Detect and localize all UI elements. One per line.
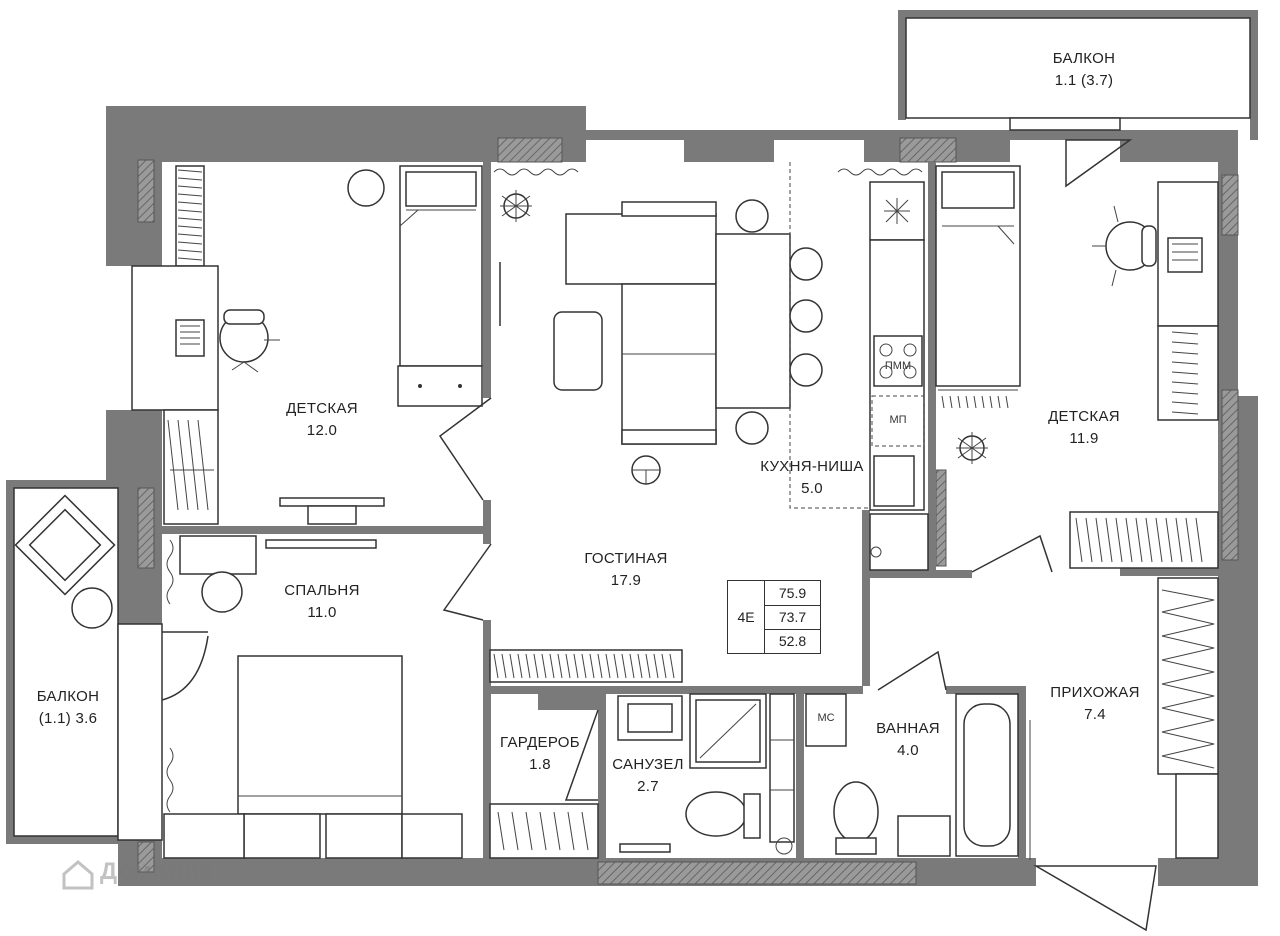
balcony-top [898, 10, 1258, 188]
interior-walls [162, 162, 1218, 858]
doors-living [438, 262, 501, 621]
room-name: ДЕТСКАЯ [286, 400, 358, 417]
outer-walls [106, 106, 1258, 886]
room-label-kids-right: ДЕТСКАЯ 11.9 [1034, 406, 1134, 450]
room-area: 1.1 (3.7) [1054, 72, 1114, 89]
room-name: ГОСТИНАЯ [584, 550, 668, 567]
room-area: 7.4 [1084, 706, 1106, 723]
residential-area: 52.8 [778, 633, 807, 649]
room-name: КУХНЯ-НИША [760, 458, 864, 475]
room-label-bedroom: СПАЛЬНЯ 11.0 [272, 580, 372, 624]
watermark: ДомКлик [100, 858, 214, 885]
room-area: 2.7 [637, 778, 659, 795]
room-label-wc: САНУЗЕЛ 2.7 [600, 754, 696, 798]
room-name: СПАЛЬНЯ [284, 582, 360, 599]
microwave-tag: МП [889, 414, 907, 426]
wardrobe-wc-bath [489, 650, 1019, 859]
room-label-wardrobe: ГАРДЕРОБ 1.8 [490, 732, 590, 776]
room-area: (1.1) 3.6 [38, 710, 98, 727]
kids-room-right-furniture [935, 165, 1219, 573]
room-label-balcony-top: БАЛКОН 1.1 (3.7) [1034, 48, 1134, 92]
total-area: 75.9 [765, 581, 820, 606]
apartment-type: 4Е [728, 581, 765, 653]
room-label-kitchen: КУХНЯ-НИША 5.0 [752, 456, 872, 500]
dishwasher-tag: ПММ [884, 360, 912, 372]
room-name: ПРИХОЖАЯ [1050, 684, 1140, 701]
washer-tag: МС [817, 712, 835, 724]
hall-furniture [1029, 577, 1219, 932]
room-name: ВАННАЯ [876, 720, 940, 737]
room-area: 17.9 [610, 572, 642, 589]
kids-room-left-furniture [131, 165, 483, 525]
room-area: 11.0 [307, 604, 337, 621]
room-area: 11.9 [1069, 430, 1099, 447]
room-name: БАЛКОН [36, 688, 100, 705]
room-name: САНУЗЕЛ [612, 756, 684, 773]
kitchen-furniture [789, 162, 929, 571]
hatched-walls [137, 137, 1239, 885]
room-label-balcony-left: БАЛКОН (1.1) 3.6 [18, 686, 118, 730]
living-room-furniture [489, 168, 923, 683]
room-name: БАЛКОН [1052, 50, 1116, 67]
domclick-logo-icon [62, 860, 94, 890]
room-name: ГАРДЕРОБ [500, 734, 580, 751]
area-summary-table: 4Е 75.9 73.7 52.8 [727, 580, 821, 654]
room-label-hall: ПРИХОЖАЯ 7.4 [1040, 682, 1150, 726]
room-label-living: ГОСТИНАЯ 17.9 [576, 548, 676, 592]
room-area: 1.8 [529, 756, 551, 773]
room-label-kids-left: ДЕТСКАЯ 12.0 [272, 398, 372, 442]
room-area: 5.0 [801, 480, 823, 497]
room-area: 4.0 [897, 742, 919, 759]
balcony-left [6, 480, 163, 844]
bedroom-furniture [161, 535, 463, 859]
room-area: 12.0 [306, 422, 338, 439]
room-name: ДЕТСКАЯ [1048, 408, 1120, 425]
room-label-bathroom: ВАННАЯ 4.0 [858, 718, 958, 762]
living-total-area: 73.7 [765, 605, 820, 630]
